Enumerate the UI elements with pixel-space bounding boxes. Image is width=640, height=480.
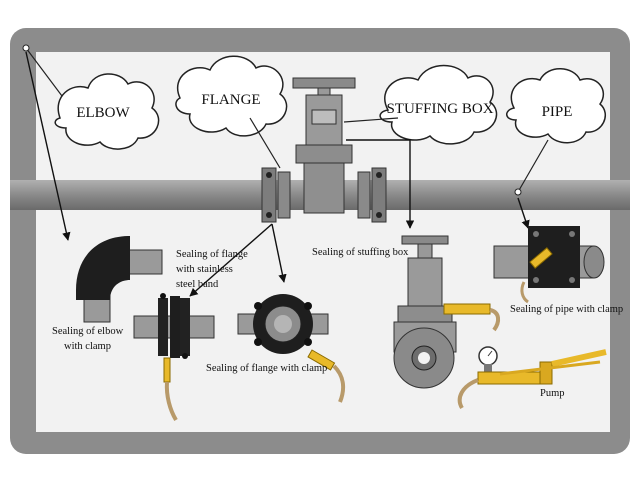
caption-flange-band-line3: steel band [176, 279, 219, 290]
caption-pipe-clamp: Sealing of pipe with clamp [510, 304, 623, 315]
cloud-label-stuffing-box: STUFFING BOX [386, 101, 493, 117]
stuffing-box-illustration [393, 235, 501, 389]
cloud-stuffing-box: STUFFING BOX [379, 64, 498, 145]
pump-illustration [457, 346, 607, 410]
cloud-label-flange: FLANGE [201, 92, 260, 108]
cloud-elbow: ELBOW [54, 73, 160, 150]
caption-elbow-line1: Sealing of elbow [52, 326, 124, 337]
caption-elbow-line2: with clamp [64, 341, 111, 352]
pipe-clamp-illustration [493, 226, 605, 304]
caption-flange-band-line2: with stainless [176, 264, 233, 275]
cloud-label-pipe: PIPE [542, 104, 573, 120]
caption-pump: Pump [540, 388, 565, 399]
pipe-pointer-dot [514, 188, 522, 196]
cloud-label-elbow: ELBOW [76, 105, 130, 121]
elbow-pointer-dot [22, 44, 30, 52]
main-flange-right [357, 167, 387, 223]
caption-stuffing-box: Sealing of stuffing box [312, 247, 409, 258]
pointer-lines [25, 47, 549, 193]
flange-clamp-illustration [237, 294, 346, 403]
main-flange-left [261, 167, 291, 223]
cloud-pipe: PIPE [506, 68, 606, 144]
caption-flange-band-line1: Sealing of flange [176, 249, 248, 260]
caption-flange-clamp: Sealing of flange with clamp [206, 363, 327, 374]
main-valve [292, 77, 356, 214]
elbow-clamp-illustration [76, 236, 163, 323]
flange-band-illustration [133, 293, 215, 422]
arrows [25, 51, 530, 297]
cloud-flange: FLANGE [175, 55, 288, 137]
